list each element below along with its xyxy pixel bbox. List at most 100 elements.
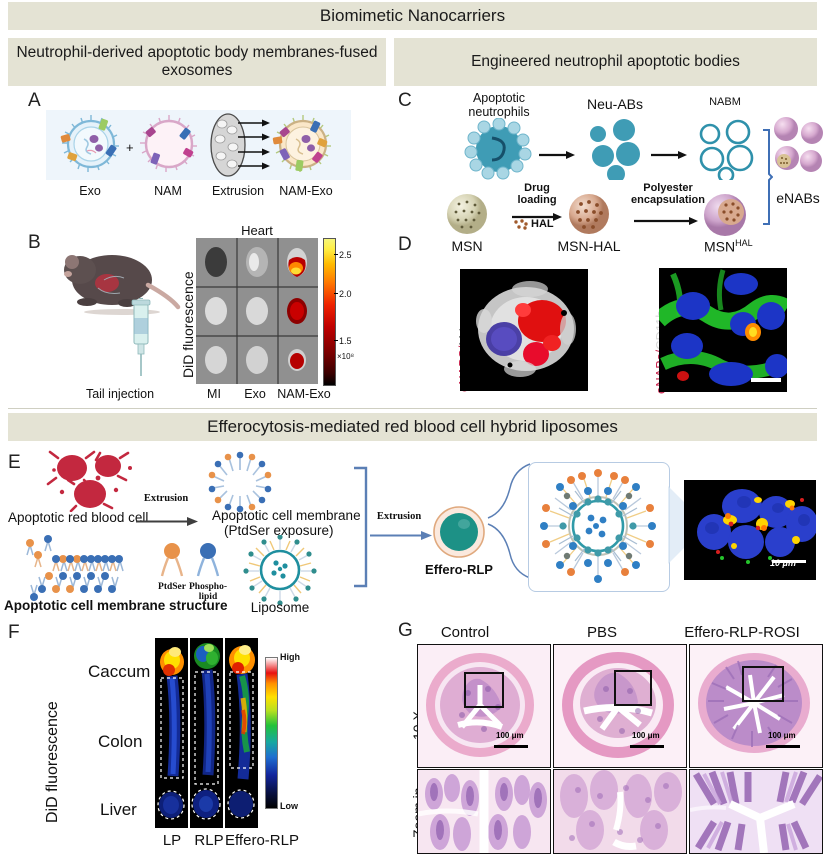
panel-c-msn-hal-sup-label: MSNHAL xyxy=(704,238,753,255)
panel-e-legend-phospholipid-l2: lipid xyxy=(198,592,218,602)
panel-c-neu-abs-label: Neu-ABs xyxy=(586,96,644,112)
panel-g-scale-effero: 100 μm xyxy=(768,731,796,740)
panel-f-col-effero-rlp: Effero-RLP xyxy=(225,832,299,849)
panel-b-title: Heart xyxy=(241,223,273,238)
apoptotic-neutrophil-graphic xyxy=(464,117,534,180)
panel-g-img-control-10x: 100 μm xyxy=(417,644,551,768)
hal-dots-svg xyxy=(514,219,528,230)
panel-c-polyester-l1: Polyester xyxy=(643,182,693,194)
neu-abs-svg xyxy=(590,119,640,183)
nabm-svg xyxy=(699,119,754,184)
panel-a-item-extrusion: Extrusion xyxy=(211,184,265,198)
panel-f-col-rlp: RLP xyxy=(194,832,224,849)
panel-f-colorbar xyxy=(265,657,278,809)
panel-b-grid-svg xyxy=(196,238,318,384)
panel-d-right-image xyxy=(659,268,787,392)
panel-e-liposome-label: Liposome xyxy=(250,600,310,615)
panel-e-membrane-structure-label: Apoptotic cell membrane structure xyxy=(4,598,228,613)
panel-c-msn-sup-exp: HAL xyxy=(735,238,753,248)
panel-e-acm-label-l1: Apoptotic cell membrane xyxy=(212,508,361,523)
sub-banner-right-title: Engineered neutrophil apoptotic bodies xyxy=(471,52,740,70)
syringe-svg xyxy=(131,297,151,376)
sub-banner-left: Neutrophil-derived apoptotic body membra… xyxy=(8,38,386,86)
panel-e-legend-svg xyxy=(160,543,220,577)
extrusion-graphic xyxy=(208,112,270,178)
panel-e-extrusion-2: Extrusion xyxy=(376,511,422,522)
msn-hal-sphere xyxy=(567,192,611,236)
panel-c-drug-loading-l2: loading xyxy=(517,194,557,206)
panel-g-scale-control: 100 μm xyxy=(496,731,524,740)
panel-e-rbc-label: Apoptotic red blood cell xyxy=(8,510,149,525)
liposome-svg xyxy=(243,534,317,606)
panel-a-label: A xyxy=(28,90,41,111)
neu-abs-graphic xyxy=(585,118,647,183)
panel-e-zoom-connector-right xyxy=(666,482,700,568)
exo-vesicle xyxy=(60,113,122,175)
panel-g-col-control: Control xyxy=(440,624,490,641)
panel-c-arrow-4 xyxy=(634,212,698,225)
msn-sphere xyxy=(445,192,489,236)
panel-c-nabm-label: NABM xyxy=(709,96,741,108)
syringe-illustration xyxy=(124,297,158,380)
apoptotic-rbc-svg xyxy=(46,450,132,513)
panel-f-row-caccum: Caccum xyxy=(88,662,151,681)
panel-b-colorbar-tick-mark-3 xyxy=(334,340,338,342)
panel-b-tick-15: 1.5 xyxy=(339,336,352,346)
panel-c-arrow-2 xyxy=(651,146,687,159)
nabm-graphic xyxy=(696,118,758,184)
panel-e-arrow-2 xyxy=(370,527,432,540)
panel-a-item-exo: Exo xyxy=(79,184,101,198)
zoom-connector-left-svg xyxy=(487,463,531,579)
panel-b-colorbar-tick-mark-2 xyxy=(334,293,338,295)
panel-c-arrow-1-svg xyxy=(539,151,575,159)
panel-e-extrusion-1: Extrusion xyxy=(143,493,189,504)
apoptotic-rbc-graphic xyxy=(46,450,146,513)
panel-e-arrow-2-svg xyxy=(370,531,432,540)
panel-e-acm-label-l2: (PtdSer exposure) xyxy=(224,523,334,538)
panel-c-polyester-l2: encapsulation xyxy=(631,194,705,206)
panel-c-arrow-3-svg xyxy=(512,213,562,221)
mouse-illustration xyxy=(52,240,182,325)
msn-svg xyxy=(447,194,487,234)
panel-e-bracket-svg xyxy=(354,466,368,588)
panel-d-right-svg xyxy=(659,268,787,392)
panel-b-tick-20: 2.0 xyxy=(339,289,352,299)
mid-divider xyxy=(388,92,389,402)
panel-f-row-colon: Colon xyxy=(98,732,143,751)
panel-f-col-lp: LP xyxy=(162,832,182,849)
hal-dots-icon xyxy=(513,217,529,230)
panel-c-label: C xyxy=(398,90,412,111)
panel-e-scale-label: 10 μm xyxy=(770,558,796,568)
panel-g-col-pbs: PBS xyxy=(586,624,618,641)
panel-f-rlp-svg xyxy=(190,638,223,828)
g-control-zoom-svg xyxy=(418,770,550,853)
panel-f-effero-svg xyxy=(225,638,258,828)
panel-e-legend-phospholipid-l1: Phospho- xyxy=(188,582,228,592)
panel-b-image-grid xyxy=(196,238,318,384)
panel-b-label: B xyxy=(28,232,41,253)
zoom-connector-right-svg xyxy=(668,486,698,564)
panel-g-img-control-zoom xyxy=(417,769,551,854)
panel-e-legend-ptdser: PtdSer xyxy=(158,582,186,592)
apoptotic-cell-membrane-graphic xyxy=(203,450,277,513)
panel-e-legend xyxy=(156,542,228,582)
panel-f-yaxis: DiD fluorescence xyxy=(44,701,61,823)
panel-c-arrow-4-svg xyxy=(634,217,698,225)
panel-g-img-effero-zoom xyxy=(689,769,823,854)
detail-liposome-svg xyxy=(540,469,656,583)
panel-e-confocal-svg xyxy=(684,480,816,580)
enabs-graphic xyxy=(773,116,823,188)
section-divider xyxy=(8,408,817,409)
main-banner-title: Biomimetic Nanocarriers xyxy=(319,6,506,25)
panel-c-arrow-3 xyxy=(512,208,562,221)
panel-b-col-nam-exo: NAM-Exo xyxy=(277,387,331,401)
effero-rlp-svg xyxy=(433,506,485,558)
panel-c-msn-hal-label: MSN-HAL xyxy=(557,238,621,254)
liposome-graphic xyxy=(240,534,320,606)
panel-e-label: E xyxy=(8,452,21,473)
panel-e-arrow-1-svg xyxy=(136,517,198,526)
panel-g-img-pbs-10x: 100 μm xyxy=(553,644,687,768)
panel-g-label: G xyxy=(398,620,413,641)
panel-f-cbar-high: High xyxy=(280,652,300,662)
